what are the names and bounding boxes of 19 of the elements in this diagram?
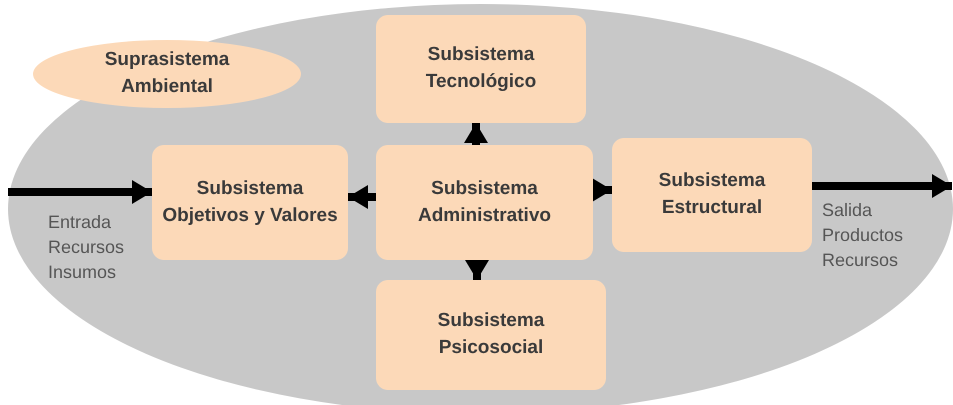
node-label: Subsistema Tecnológico — [424, 43, 538, 94]
subsystem-box — [152, 145, 348, 260]
node-label: Subsistema Administrativo — [416, 176, 552, 228]
arrow — [812, 174, 952, 198]
edge-label: Entrada Recursos Insumos — [48, 211, 124, 284]
arrow — [8, 180, 152, 204]
node-label: Subsistema Estructural — [658, 169, 766, 220]
subsystem-box — [376, 145, 593, 260]
node-label: Subsistema Psicosocial — [436, 309, 546, 360]
node-label: Subsistema Objetivos y Valores — [161, 176, 339, 228]
arrow — [348, 185, 376, 209]
edge-label: Salida Productos Recursos — [822, 199, 904, 272]
arrow — [464, 123, 488, 145]
subsystem-box — [376, 280, 606, 390]
node-label: Suprasistema Ambiental — [104, 48, 230, 99]
arrow — [592, 178, 612, 202]
subsystem-box — [376, 15, 586, 123]
arrow — [465, 260, 489, 280]
subsystem-box — [612, 138, 812, 252]
